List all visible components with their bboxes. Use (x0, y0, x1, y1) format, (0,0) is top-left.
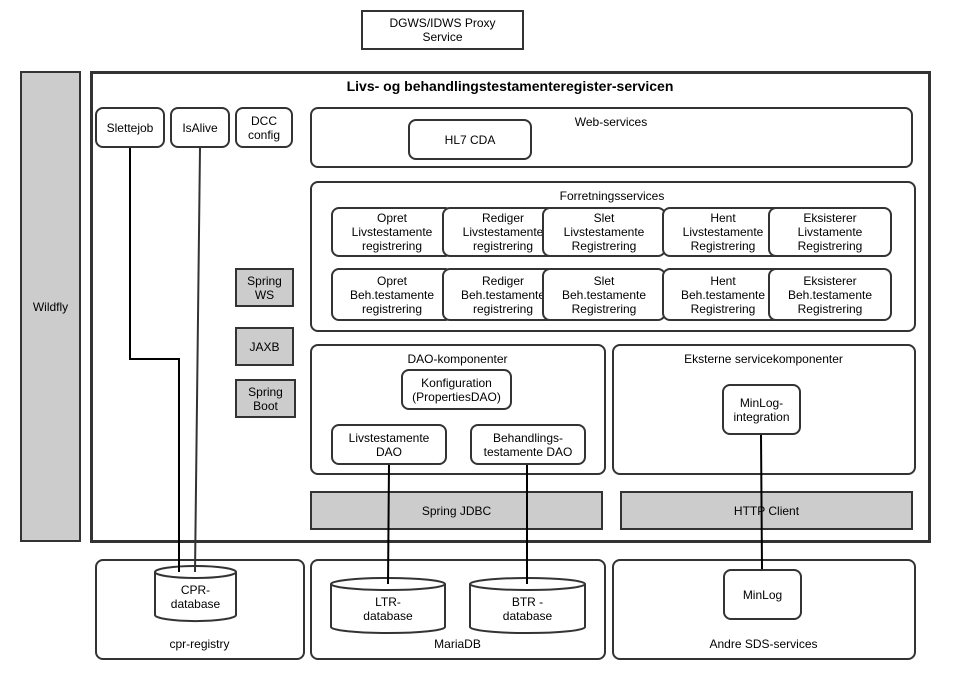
jaxb-box: JAXB (235, 327, 294, 366)
service-opret-beh: Opret Beh.testamente registrering (331, 268, 453, 321)
spring-jdbc-box: Spring JDBC (310, 491, 603, 530)
konfiguration-box: Konfiguration (PropertiesDAO) (401, 369, 512, 410)
spring-ws-box: Spring WS (235, 268, 294, 307)
service-opret-livs: Opret Livstestamente registrering (331, 207, 453, 257)
minlog-integration-box: MinLog- integration (722, 384, 801, 435)
behandlingstestamente-dao-box: Behandlings- testamente DAO (470, 424, 586, 465)
dcc-config-box: DCC config (235, 107, 293, 148)
service-slet-beh: Slet Beh.testamente Registrering (542, 268, 666, 321)
service-eksisterer-beh: Eksisterer Beh.testamente Registrering (768, 268, 892, 321)
eksterne-label: Eksterne servicekomponenter (684, 352, 843, 366)
wildfly-box: Wildfly (20, 71, 81, 542)
cpr-database-cylinder: CPR- database (154, 565, 237, 623)
main-title: Livs- og behandlingstestamenteregister-s… (346, 78, 674, 94)
hl7-cda-box: HL7 CDA (408, 119, 532, 160)
slettejob-box: Slettejob (95, 107, 165, 148)
andre-sds-label: Andre SDS-services (709, 637, 818, 651)
proxy-service-box: DGWS/IDWS Proxy Service (361, 10, 524, 50)
minlog-box: MinLog (723, 569, 802, 620)
ltr-database-label: LTR- database (363, 595, 413, 623)
service-hent-beh: Hent Beh.testamente Registrering (662, 268, 784, 321)
forretningsservices-label: Forretningsservices (559, 189, 665, 203)
btr-database-label: BTR - database (502, 595, 553, 623)
spring-boot-box: Spring Boot (235, 379, 296, 418)
cpr-database-label: CPR- database (170, 583, 221, 611)
mariadb-label: MariaDB (434, 637, 481, 651)
btr-database-cylinder: BTR - database (469, 577, 586, 635)
http-client-box: HTTP Client (620, 491, 913, 530)
service-eksisterer-livs: Eksisterer Livstamente Registrering (768, 207, 892, 257)
dao-label: DAO-komponenter (407, 352, 508, 366)
isalive-box: IsAlive (170, 107, 230, 148)
livstestamente-dao-box: Livstestamente DAO (331, 424, 447, 465)
ltr-database-cylinder: LTR- database (330, 577, 446, 635)
service-hent-livs: Hent Livstestamente Registrering (662, 207, 784, 257)
web-services-label: Web-services (574, 115, 648, 129)
service-slet-livs: Slet Livstestamente Registrering (542, 207, 666, 257)
cpr-registry-label: cpr-registry (169, 637, 230, 651)
